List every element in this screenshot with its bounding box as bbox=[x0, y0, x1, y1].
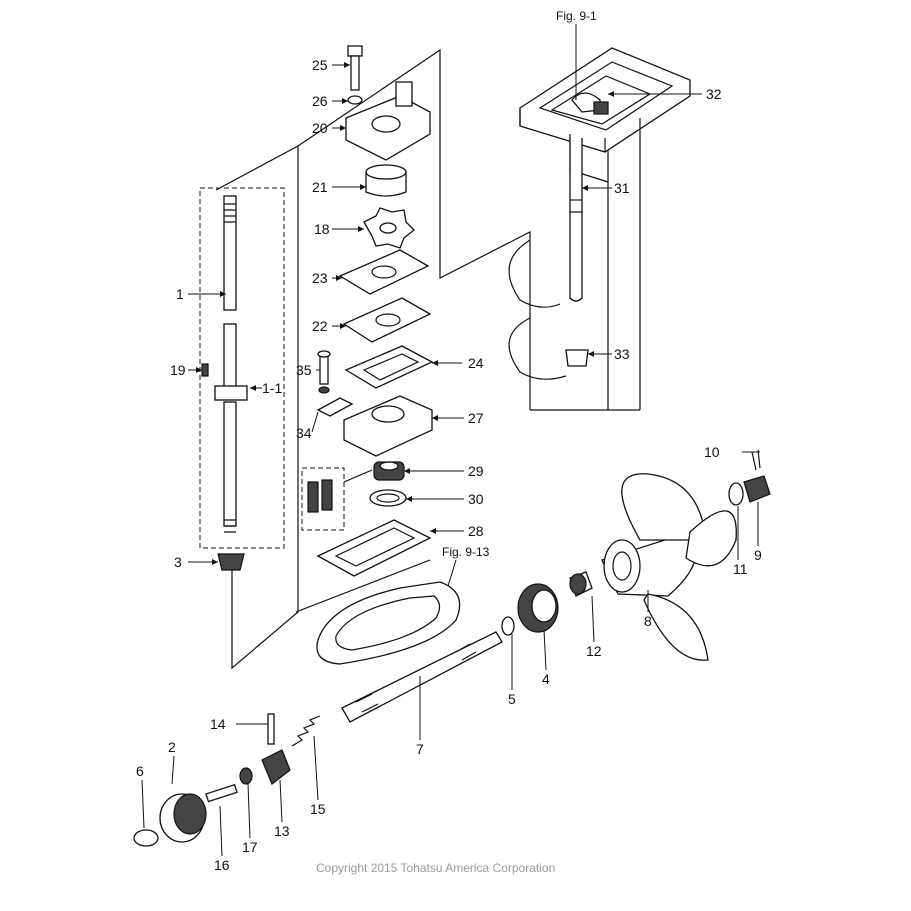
copyright-notice: Copyright 2015 Tohatsu America Corporati… bbox=[316, 861, 555, 875]
label-34: 34 bbox=[296, 425, 312, 441]
label-13: 13 bbox=[274, 823, 290, 839]
label-10: 10 bbox=[704, 444, 720, 460]
label-19: 19 bbox=[170, 362, 186, 378]
label-3: 3 bbox=[174, 554, 182, 570]
fig-ref-top: Fig. 9-1 bbox=[556, 9, 597, 23]
mount-plate bbox=[508, 47, 691, 411]
part-labels: Fig. 9-1 Fig. 9-13 25 26 20 21 18 23 22 … bbox=[136, 9, 762, 875]
guide-outlines bbox=[199, 48, 531, 670]
label-18: 18 bbox=[314, 221, 330, 237]
arrowheads bbox=[196, 62, 614, 565]
label-12: 12 bbox=[586, 643, 602, 659]
label-30: 30 bbox=[468, 491, 484, 507]
propeller-blade-upper bbox=[621, 473, 707, 541]
washer-26 bbox=[347, 95, 363, 105]
gasket-23 bbox=[338, 249, 430, 295]
label-32: 32 bbox=[706, 86, 722, 102]
grommet-33 bbox=[565, 349, 589, 367]
bearing-dashed-box bbox=[301, 467, 345, 531]
driveshaft-dashed-box bbox=[199, 187, 285, 549]
label-27: 27 bbox=[468, 410, 484, 426]
label-9: 9 bbox=[754, 547, 762, 563]
gear-case-cover-body bbox=[316, 581, 461, 665]
label-1-1: 1-1 bbox=[262, 380, 282, 396]
pinion-gear-3 bbox=[217, 553, 245, 571]
bolt-25 bbox=[347, 45, 363, 57]
label-25: 25 bbox=[312, 57, 328, 73]
label-16: 16 bbox=[214, 857, 230, 873]
water-pump-stack bbox=[307, 45, 434, 577]
label-23: 23 bbox=[312, 270, 328, 286]
cotter-pin-10 bbox=[751, 449, 761, 471]
pin-14 bbox=[267, 713, 275, 745]
washer-35 bbox=[318, 386, 330, 394]
plate-22 bbox=[342, 297, 432, 343]
label-8: 8 bbox=[644, 613, 652, 629]
label-7: 7 bbox=[416, 741, 424, 757]
bolt-35 bbox=[319, 353, 329, 385]
label-21: 21 bbox=[312, 179, 328, 195]
label-31: 31 bbox=[614, 180, 630, 196]
washer-5 bbox=[501, 616, 515, 636]
spring-17 bbox=[239, 767, 253, 785]
bolt-25-shank bbox=[350, 55, 360, 91]
drive-shaft-mid bbox=[223, 323, 237, 389]
propeller-shaft-assembly bbox=[341, 449, 771, 723]
pin-b bbox=[321, 479, 333, 511]
label-20: 20 bbox=[312, 120, 328, 136]
propeller-blade-lower bbox=[643, 593, 709, 661]
propeller-blade-right bbox=[685, 510, 737, 567]
label-35: 35 bbox=[296, 362, 312, 378]
label-28: 28 bbox=[468, 523, 484, 539]
spring-15 bbox=[291, 715, 321, 747]
label-1: 1 bbox=[176, 286, 184, 302]
pump-case-27 bbox=[343, 395, 433, 457]
plate-34 bbox=[316, 397, 354, 417]
label-15: 15 bbox=[310, 801, 326, 817]
nut-9 bbox=[743, 475, 771, 503]
ring-6 bbox=[133, 829, 159, 847]
clutch-13 bbox=[261, 749, 291, 785]
label-33: 33 bbox=[614, 346, 630, 362]
housing-outline bbox=[297, 48, 531, 410]
gasket-24 bbox=[344, 345, 434, 389]
mount-plate-body bbox=[519, 47, 691, 153]
gasket-28 bbox=[316, 519, 432, 577]
fig-ref-mid: Fig. 9-13 bbox=[442, 545, 490, 559]
water-tube bbox=[569, 138, 583, 302]
label-5: 5 bbox=[508, 691, 516, 707]
label-4: 4 bbox=[542, 671, 550, 687]
seal-30 bbox=[369, 489, 407, 507]
grommet-32 bbox=[593, 101, 609, 115]
bearing-1-1-body bbox=[214, 385, 248, 401]
label-2: 2 bbox=[168, 739, 176, 755]
label-29: 29 bbox=[468, 463, 484, 479]
label-14: 14 bbox=[210, 716, 226, 732]
gear-case-cover bbox=[316, 581, 461, 665]
pin-19 bbox=[201, 363, 209, 377]
label-17: 17 bbox=[242, 839, 258, 855]
pin-16 bbox=[205, 783, 238, 803]
pump-housing-outlet bbox=[395, 81, 413, 107]
propeller-shaft-7 bbox=[341, 631, 503, 723]
drive-shaft-lower bbox=[223, 401, 237, 527]
label-24: 24 bbox=[468, 355, 484, 371]
label-6: 6 bbox=[136, 763, 144, 779]
pin-a bbox=[307, 481, 319, 513]
drive-shaft-upper bbox=[223, 195, 237, 311]
washer-11 bbox=[728, 482, 744, 506]
reverse-gear-assembly bbox=[133, 713, 321, 847]
housing-base-line bbox=[295, 559, 431, 613]
label-11: 11 bbox=[733, 561, 748, 577]
label-26: 26 bbox=[312, 93, 328, 109]
drive-shaft-assembly bbox=[201, 195, 248, 571]
label-22: 22 bbox=[312, 318, 328, 334]
driveshaft-outline bbox=[215, 144, 299, 670]
